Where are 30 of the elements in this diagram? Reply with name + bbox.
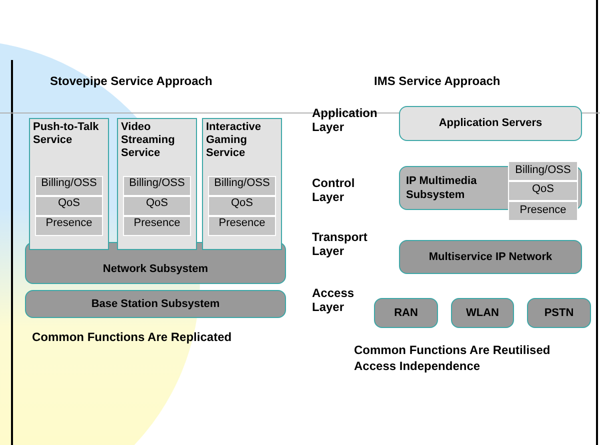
function-box: Presence xyxy=(123,216,191,236)
function-box: Presence xyxy=(208,216,276,236)
service-column: Interactive Gaming Service Billing/OSS QoS Presence xyxy=(202,118,282,250)
network-box: PSTN xyxy=(527,298,591,328)
text-label: Control Layer xyxy=(312,176,356,204)
function-box: Presence xyxy=(35,216,103,236)
text-label: IMS Service Approach xyxy=(374,74,502,88)
function-box: QoS xyxy=(208,196,276,216)
service-column: Video Streaming Service Billing/OSS QoS Presence xyxy=(117,118,197,250)
function-box: QoS xyxy=(123,196,191,216)
server-box: Application Servers xyxy=(399,106,582,141)
text-label: Common Functions Are Replicated xyxy=(32,330,233,344)
function-box: Billing/OSS xyxy=(35,176,103,196)
function-box: Presence xyxy=(508,201,578,221)
network-box: Base Station Subsystem xyxy=(25,290,286,318)
text-label: Access Layer xyxy=(312,286,356,314)
function-box: QoS xyxy=(508,181,578,201)
network-box: Multiservice IP Network xyxy=(399,240,582,274)
function-box: Billing/OSS xyxy=(508,161,578,181)
network-box: RAN xyxy=(374,298,438,328)
service-column: Push-to-Talk Service Billing/OSS QoS Presence xyxy=(29,118,109,250)
text-label: Access Independence xyxy=(354,359,482,373)
function-box: Billing/OSS xyxy=(208,176,276,196)
function-box: Billing/OSS xyxy=(123,176,191,196)
text-label: Application Layer xyxy=(312,106,378,134)
function-box: QoS xyxy=(35,196,103,216)
text-label: Common Functions Are Reutilised xyxy=(354,343,552,357)
network-box: WLAN xyxy=(451,298,514,328)
text-label: Stovepipe Service Approach xyxy=(50,74,214,88)
text-label: Transport Layer xyxy=(312,230,368,258)
